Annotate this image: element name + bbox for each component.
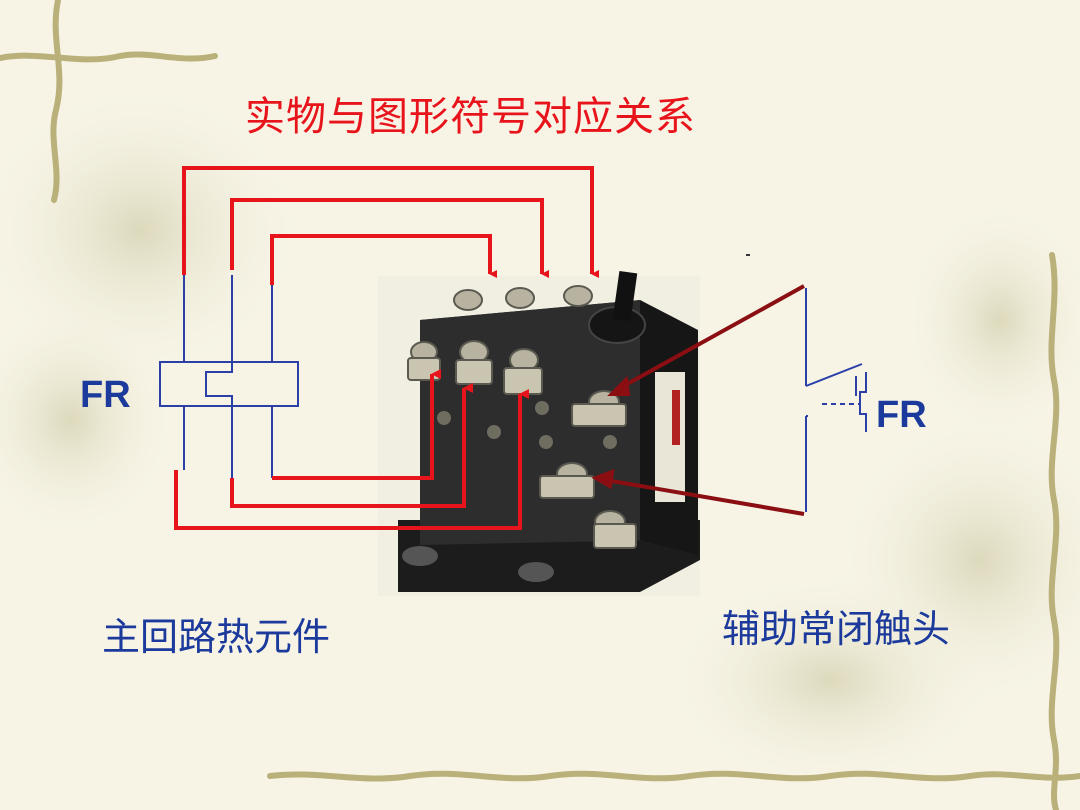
auxiliary-contact-pointers bbox=[591, 284, 805, 516]
symbol-label-left: FR bbox=[80, 374, 131, 416]
symbol-label-right: FR bbox=[876, 394, 927, 436]
nc-contact-symbol bbox=[805, 288, 867, 512]
lower-connection-wires bbox=[174, 369, 529, 530]
caption-main-circuit-element: 主回路热元件 bbox=[102, 615, 331, 659]
dot-mark bbox=[746, 254, 750, 256]
thermal-relay-photo bbox=[378, 270, 700, 596]
thermal-element-symbol bbox=[159, 275, 299, 478]
upper-connection-wires bbox=[182, 166, 599, 285]
background-foliage bbox=[0, 80, 1080, 790]
caption-auxiliary-nc-contact: 辅助常闭触头 bbox=[722, 607, 951, 651]
slide-title: 实物与图形符号对应关系 bbox=[245, 94, 696, 140]
